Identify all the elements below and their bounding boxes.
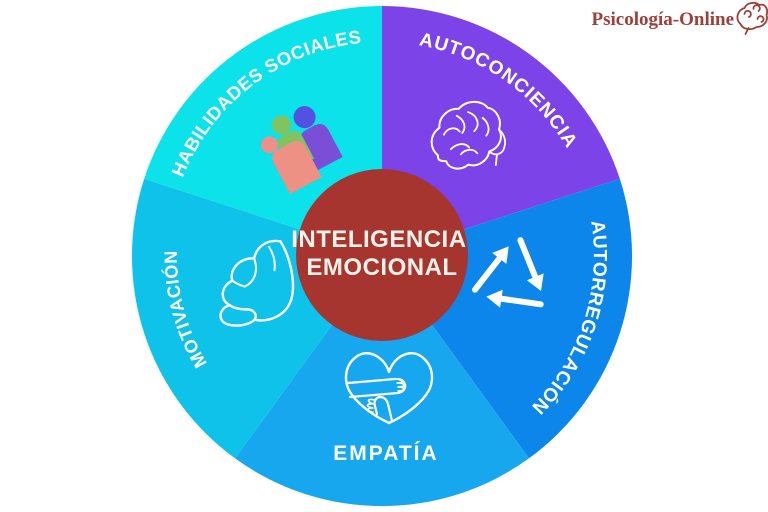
wheel-title-line1: INTELIGENCIA <box>291 226 466 253</box>
brand-logo: Psicología-Online <box>592 1 768 35</box>
muscle-arm-icon <box>219 239 295 327</box>
center-circle <box>296 169 468 341</box>
wheel-title: INTELIGENCIA EMOCIONAL <box>291 226 473 281</box>
people-group-icon <box>260 106 343 194</box>
wheel-title-line2: EMOCIONAL <box>306 254 457 281</box>
recycle-icon <box>472 237 544 308</box>
brain-icon <box>430 100 506 170</box>
brand-logo-text: Psicología-Online <box>592 9 735 30</box>
label-empatia: EMPATÍA <box>333 442 438 465</box>
brain-doodle-icon <box>736 1 768 35</box>
heart-hug-icon <box>344 352 434 425</box>
